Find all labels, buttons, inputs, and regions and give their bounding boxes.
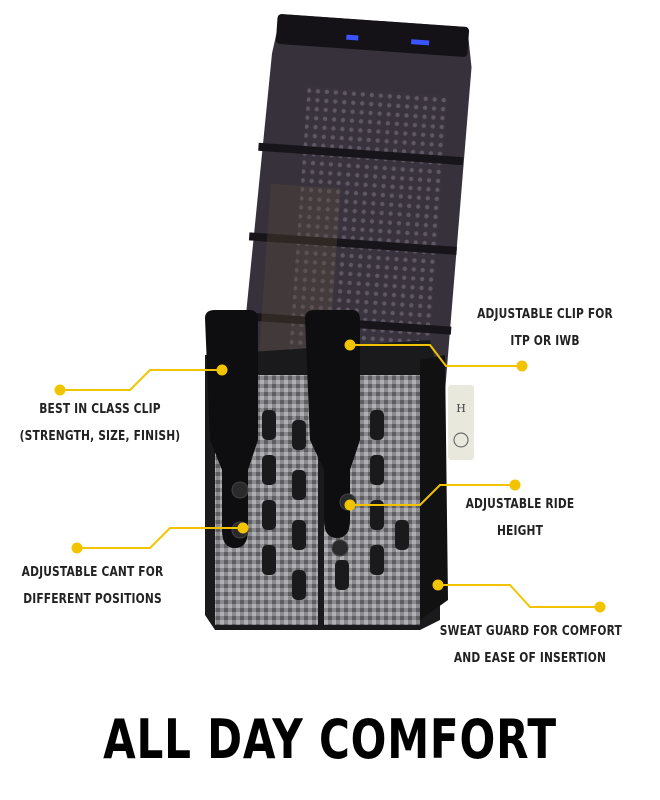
callout-text: ADJUSTABLE CLIP FOR bbox=[477, 307, 613, 322]
callout-cant: ADJUSTABLE CANT FOR DIFFERENT POSITIONS bbox=[17, 559, 169, 613]
headline: ALL DAY COMFORT bbox=[103, 708, 557, 771]
callout-line-cant bbox=[77, 527, 243, 549]
callout-text: HEIGHT bbox=[496, 524, 544, 539]
belt-clip-right bbox=[305, 310, 360, 557]
callout-text: DIFFERENT POSITIONS bbox=[23, 592, 162, 607]
callout-text: (STRENGTH, SIZE, FINISH) bbox=[19, 429, 181, 444]
callout-text: ADJUSTABLE CANT FOR bbox=[21, 565, 164, 580]
callout-clip-itp: ADJUSTABLE CLIP FOR ITP OR IWB bbox=[471, 301, 619, 355]
callout-dots bbox=[54, 339, 606, 613]
brand-tag bbox=[448, 385, 474, 460]
callout-sweat-guard: SWEAT GUARD FOR COMFORT AND EASE OF INSE… bbox=[439, 618, 622, 672]
callout-text: SWEAT GUARD FOR COMFORT bbox=[439, 624, 622, 639]
svg-text:H: H bbox=[456, 402, 466, 415]
callout-text: BEST IN CLASS CLIP bbox=[39, 402, 161, 417]
callout-text: ITP OR IWB bbox=[510, 334, 580, 349]
callout-text: ADJUSTABLE RIDE bbox=[465, 497, 575, 512]
callout-text: AND EASE OF INSERTION bbox=[453, 651, 607, 666]
callout-line-ride-height bbox=[350, 484, 515, 506]
callout-line-best-clip bbox=[60, 369, 222, 391]
callout-line-sweat-guard bbox=[438, 584, 600, 608]
callout-best-clip: BEST IN CLASS CLIP (STRENGTH, SIZE, FINI… bbox=[18, 396, 182, 450]
callout-ride-height: ADJUSTABLE RIDE HEIGHT bbox=[446, 491, 594, 545]
callout-line-clip-itp bbox=[350, 344, 522, 367]
